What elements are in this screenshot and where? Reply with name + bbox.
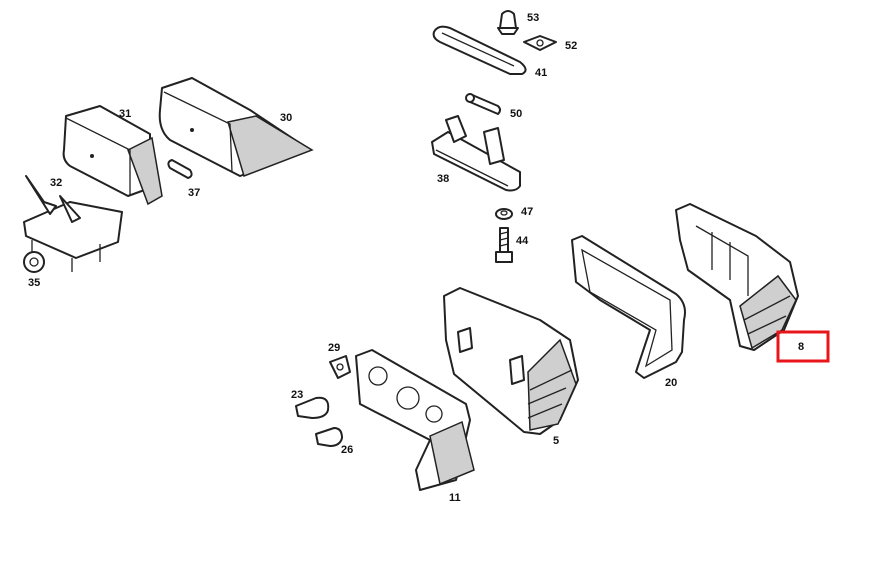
part-5-tail-light (443, 287, 579, 435)
label-41: 41 (535, 67, 547, 79)
part-20-gasket-frame (571, 235, 686, 379)
part-38-lamp-holder (431, 115, 521, 192)
label-26: 26 (341, 444, 353, 456)
label-30: 30 (280, 112, 292, 124)
part-35-washer (23, 251, 45, 273)
part-44-screw (495, 227, 513, 263)
part-29-socket (329, 355, 351, 379)
part-52-nut (523, 35, 557, 51)
highlight-frame (776, 330, 830, 363)
label-5: 5 (553, 435, 559, 447)
part-47-washer (495, 208, 513, 220)
label-50: 50 (510, 108, 522, 120)
label-44: 44 (516, 235, 529, 247)
part-32-bracket (23, 175, 123, 272)
part-37-bulb (167, 159, 193, 179)
part-50-bulb (465, 93, 501, 115)
part-23-bulb (295, 396, 330, 419)
part-30-housing (158, 77, 314, 177)
part-8-tail-light (675, 203, 799, 351)
label-52: 52 (565, 40, 577, 52)
part-53-clip (497, 10, 519, 35)
label-29: 29 (328, 342, 340, 354)
label-47: 47 (521, 206, 533, 218)
label-11: 11 (449, 492, 461, 504)
label-32: 32 (50, 177, 62, 189)
label-23: 23 (291, 389, 303, 401)
highlight-box-8: 8 (776, 330, 830, 363)
label-20: 20 (665, 377, 677, 389)
label-38: 38 (437, 173, 449, 185)
label-35: 35 (28, 277, 40, 289)
label-8: 8 (798, 341, 804, 353)
label-37: 37 (188, 187, 200, 199)
part-11-lamp-carrier (355, 349, 475, 491)
part-41-gasket (432, 25, 527, 75)
label-31: 31 (119, 108, 131, 120)
label-53: 53 (527, 12, 539, 24)
part-26-bulb (315, 427, 343, 447)
part-31-housing (62, 105, 163, 206)
